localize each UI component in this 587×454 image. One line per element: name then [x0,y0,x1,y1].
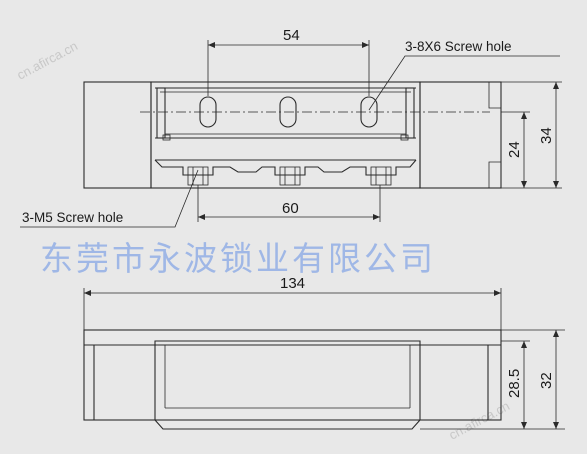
dim-height-body-label: 24 [506,141,523,158]
front-dim-height-total-label: 32 [538,372,555,389]
leader-slot-holes [368,55,560,111]
screw-boss-1 [187,166,209,186]
leader-screw-holes [20,169,199,228]
dim-screw-pitch-label: 60 [282,200,299,217]
dim-hole-pitch-label: 54 [283,27,300,44]
rail-right-lip [405,87,415,139]
company-name: 东莞市永波锁业有限公司 [40,239,436,278]
mounting-profile [154,159,417,176]
front-body-outline [83,329,502,421]
screw-boss-3 [370,166,392,186]
front-handle [154,340,421,430]
screw-boss-2 [279,166,301,186]
screw-holes-note: 3-M5 Screw hole [22,210,123,225]
top-right-step [488,82,501,109]
watermark-top: cn.afirca.cn [14,38,80,82]
dim-height-total-label: 34 [538,127,555,144]
front-view: 134 28.5 32 [83,275,565,430]
top-view: 54 3-8X6 Screw hole 60 3-M5 Screw hole 2… [20,27,562,228]
slot-holes-note: 3-8X6 Screw hole [405,39,512,54]
dim-length-label: 134 [280,275,305,292]
top-left-end-block [83,81,152,189]
front-dim-height-body-label: 28.5 [506,369,523,398]
rail-left-lip [156,87,166,139]
